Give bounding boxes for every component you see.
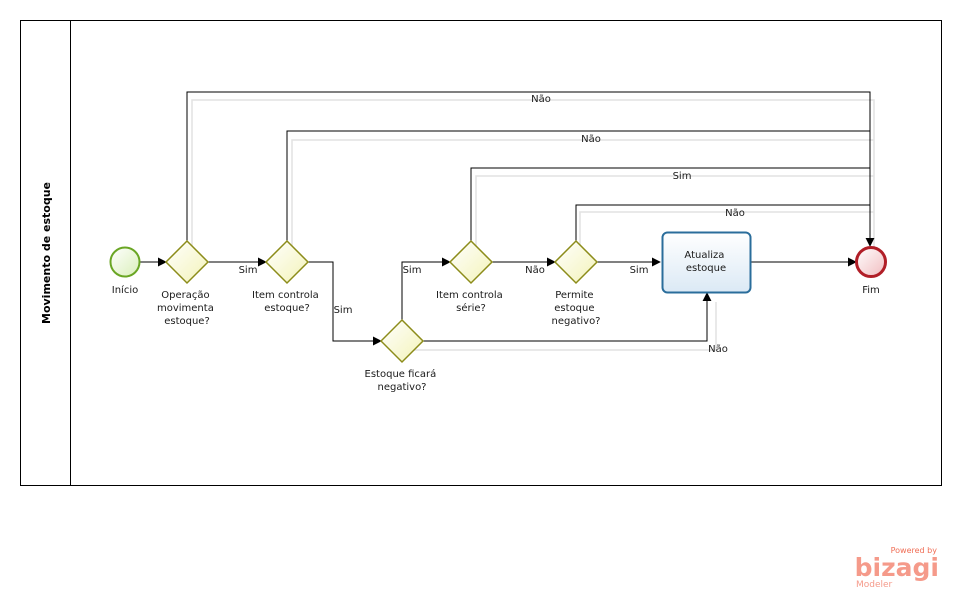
gateway-label: Permite estoque negativo? <box>551 290 600 327</box>
lane-title: Movimento de estoque <box>40 182 53 324</box>
watermark-powered: Powered by <box>891 546 938 555</box>
task-label: Atualiza estoque <box>684 250 727 274</box>
flow-labels: Não Não Sim Não Sim Sim Sim Não Sim Não <box>239 94 745 355</box>
bizagi-watermark: Powered by bizagi Modeler <box>855 546 939 590</box>
label-sim-g1-g2: Sim <box>239 265 258 276</box>
label-sim-g5-task: Sim <box>630 265 649 276</box>
gateway-diamond <box>448 239 494 285</box>
gateway-permite-estoque-negativo[interactable]: Permite estoque negativo? <box>551 239 601 327</box>
flow-g1-to-end <box>186 91 875 247</box>
flow-g5-to-end <box>575 204 870 241</box>
flow-g2-to-end <box>286 130 870 241</box>
start-event[interactable]: Início <box>109 246 141 297</box>
flow-g4-to-end <box>470 167 870 241</box>
label-nao-fourth: Não <box>725 208 745 219</box>
flow-g3-to-task <box>423 292 712 342</box>
sequence-flows <box>140 91 875 346</box>
start-event-circle <box>109 246 141 278</box>
gateway-diamond <box>164 239 210 285</box>
gateway-estoque-ficara-negativo[interactable]: Estoque ficará negativo? <box>365 318 440 393</box>
flow-g2-to-g3 <box>307 261 382 346</box>
watermark-product: Modeler <box>856 580 893 590</box>
gateway-diamond <box>379 318 425 364</box>
gateway-label: Item controla estoque? <box>252 290 322 314</box>
gateway-label: Estoque ficará negativo? <box>365 368 440 393</box>
task-box <box>661 231 752 294</box>
label-nao-g4-g5: Não <box>525 265 545 276</box>
gateway-diamond <box>264 239 310 285</box>
gateway-label: Operação movimenta estoque? <box>157 290 217 327</box>
label-sim-g2-g3: Sim <box>334 305 353 316</box>
gateway-label: Item controla série? <box>436 290 506 314</box>
label-sim-g3-g4: Sim <box>403 265 422 276</box>
gateway-item-controla-serie[interactable]: Item controla série? <box>436 239 506 314</box>
task-atualiza-estoque[interactable]: Atualiza estoque <box>661 231 752 294</box>
watermark-brand: bizagi <box>855 553 939 582</box>
gateway-diamond <box>553 239 599 285</box>
label-sim-third: Sim <box>673 171 692 182</box>
end-event[interactable]: Fim <box>855 246 887 297</box>
flow-g3-to-g4 <box>401 257 451 320</box>
label-nao-top: Não <box>531 94 551 105</box>
flow-shadows <box>191 99 875 351</box>
end-event-label: Fim <box>862 285 880 296</box>
gateway-operacao-movimenta-estoque[interactable]: Operação movimenta estoque? <box>157 239 217 327</box>
gateway-item-controla-estoque[interactable]: Item controla estoque? <box>252 239 322 314</box>
label-nao-g3-task: Não <box>708 344 728 355</box>
label-nao-second: Não <box>581 134 601 145</box>
start-event-label: Início <box>112 284 138 296</box>
end-event-circle <box>855 246 887 278</box>
